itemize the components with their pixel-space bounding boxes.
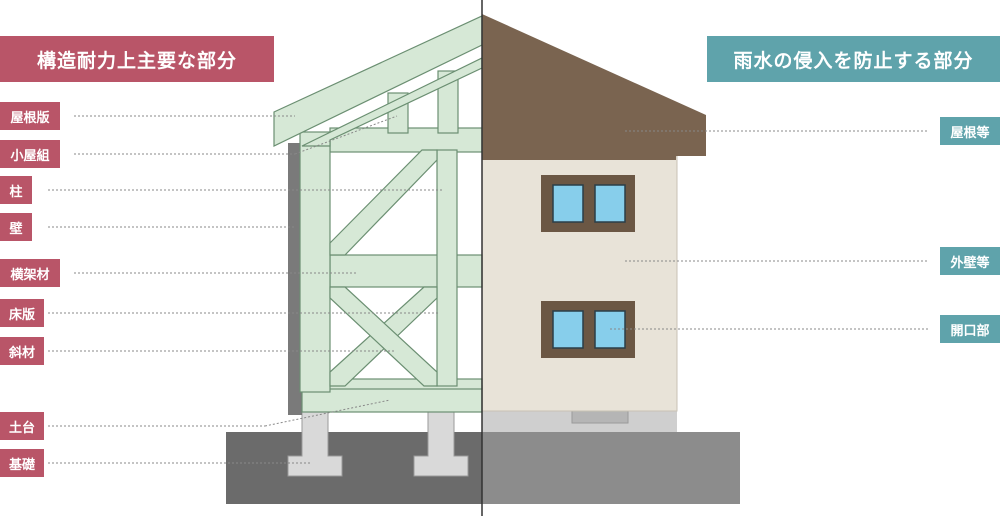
foundation-piers [287, 411, 469, 477]
label-roof-truss: 小屋組 [0, 140, 60, 168]
ground-right [482, 432, 740, 504]
waterproof-header: 雨水の侵入を防止する部分 [707, 36, 1000, 82]
label-column: 柱 [0, 176, 32, 204]
structural-header: 構造耐力上主要な部分 [0, 36, 274, 82]
label-brace: 斜材 [0, 337, 44, 365]
label-foundation: 基礎 [0, 449, 44, 477]
label-roof-slab: 屋根版 [0, 102, 60, 130]
label-floor-slab: 床版 [0, 299, 44, 327]
timber-frame [273, 15, 483, 413]
label-wall: 壁 [0, 213, 32, 241]
label-beam: 横架材 [0, 259, 60, 287]
upper-window [541, 175, 635, 232]
label-exterior-wall: 外壁等 [940, 247, 1000, 275]
label-opening: 開口部 [940, 315, 1000, 343]
leader-lines [48, 115, 928, 464]
roof [482, 14, 706, 160]
vent-grille [571, 410, 629, 424]
wall-panel [288, 143, 302, 415]
lower-window [541, 301, 635, 358]
label-roof: 屋根等 [940, 117, 1000, 145]
label-sill: 土台 [0, 412, 44, 440]
